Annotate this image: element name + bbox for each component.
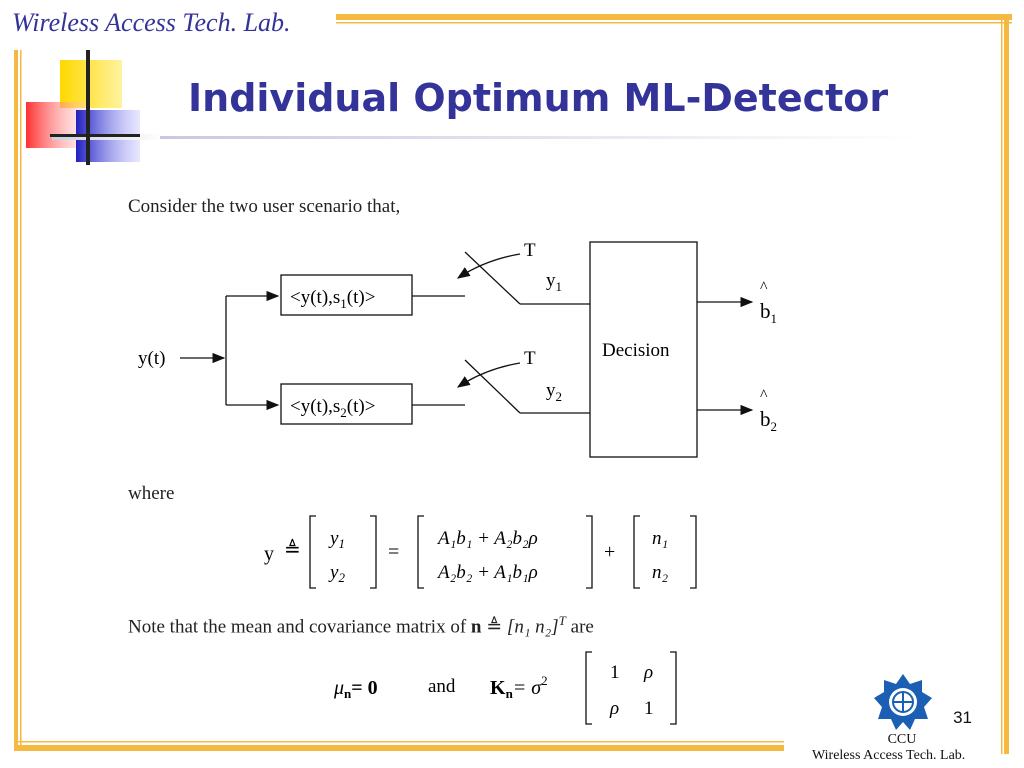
svg-text:^: ^	[760, 279, 768, 296]
svg-text:y2: y2	[328, 562, 345, 585]
svg-text:≜: ≜	[284, 538, 301, 561]
svg-text:n₂: n₂	[652, 562, 669, 583]
footer-lab-name: Wireless Access Tech. Lab.	[812, 748, 966, 763]
intro-text: Consider the two user scenario that,	[128, 196, 401, 217]
svg-text:n₁: n₁	[652, 528, 668, 549]
svg-text:b2: b2	[760, 407, 777, 434]
svg-text:+: +	[604, 541, 615, 563]
svg-text:y2: y2	[546, 380, 562, 404]
svg-text:ρ: ρ	[643, 662, 653, 683]
svg-text:and: and	[428, 676, 456, 697]
svg-text:A₂b₂ + A₁b₁ρ: A₂b₂ + A₁b₁ρ	[436, 562, 538, 583]
svg-text:y: y	[264, 543, 274, 565]
switch-1-label: T	[524, 240, 536, 261]
svg-text:A₁b₁ + A₂b₂ρ: A₁b₁ + A₂b₂ρ	[436, 528, 538, 549]
correlator-1	[280, 274, 413, 316]
svg-text:<y(t),s1(t)>: <y(t),s1(t)>	[290, 287, 375, 311]
where-text: where	[128, 483, 175, 504]
svg-text:=: =	[388, 541, 399, 563]
decision-block	[589, 241, 698, 458]
svg-text:b1: b1	[760, 299, 777, 326]
header-lab-name: Wireless Access Tech. Lab.	[12, 8, 291, 37]
title-underline	[160, 136, 920, 139]
y-equation: y ≜ y1 y2 = A₁b₁ + A₂b₂ρ A₂b₂ + A₁b₁ρ + …	[264, 515, 697, 589]
svg-text:Kn= σ2: Kn= σ2	[490, 673, 548, 701]
input-label: y(t)	[138, 348, 165, 369]
svg-text:1: 1	[610, 662, 620, 683]
svg-text:<y(t),s2(t)>: <y(t),s2(t)>	[290, 396, 375, 420]
svg-text:μn= 0: μn= 0	[333, 677, 378, 701]
svg-text:1: 1	[644, 698, 654, 719]
ccu-emblem-icon	[874, 674, 932, 730]
decorative-logo	[26, 50, 162, 165]
covariance-equation: μn= 0 and Kn= σ2 1 ρ ρ 1	[333, 651, 677, 725]
svg-text:y1: y1	[328, 528, 345, 551]
svg-text:y1: y1	[546, 270, 562, 294]
decision-label: Decision	[602, 340, 670, 361]
correlator-2	[280, 383, 413, 425]
slide-title: Individual Optimum ML-Detector	[188, 76, 889, 120]
svg-text:ρ: ρ	[609, 698, 619, 719]
page-number: 31	[953, 708, 972, 727]
switch-2-label: T	[524, 348, 536, 369]
svg-text:^: ^	[760, 387, 768, 404]
block-diagram: y(t) <y(t),s1(t)> <y(t),s2(t)> T y1 T y2…	[138, 240, 777, 458]
footer-org: CCU	[887, 732, 917, 747]
note-text: Note that the mean and covariance matrix…	[128, 613, 594, 638]
